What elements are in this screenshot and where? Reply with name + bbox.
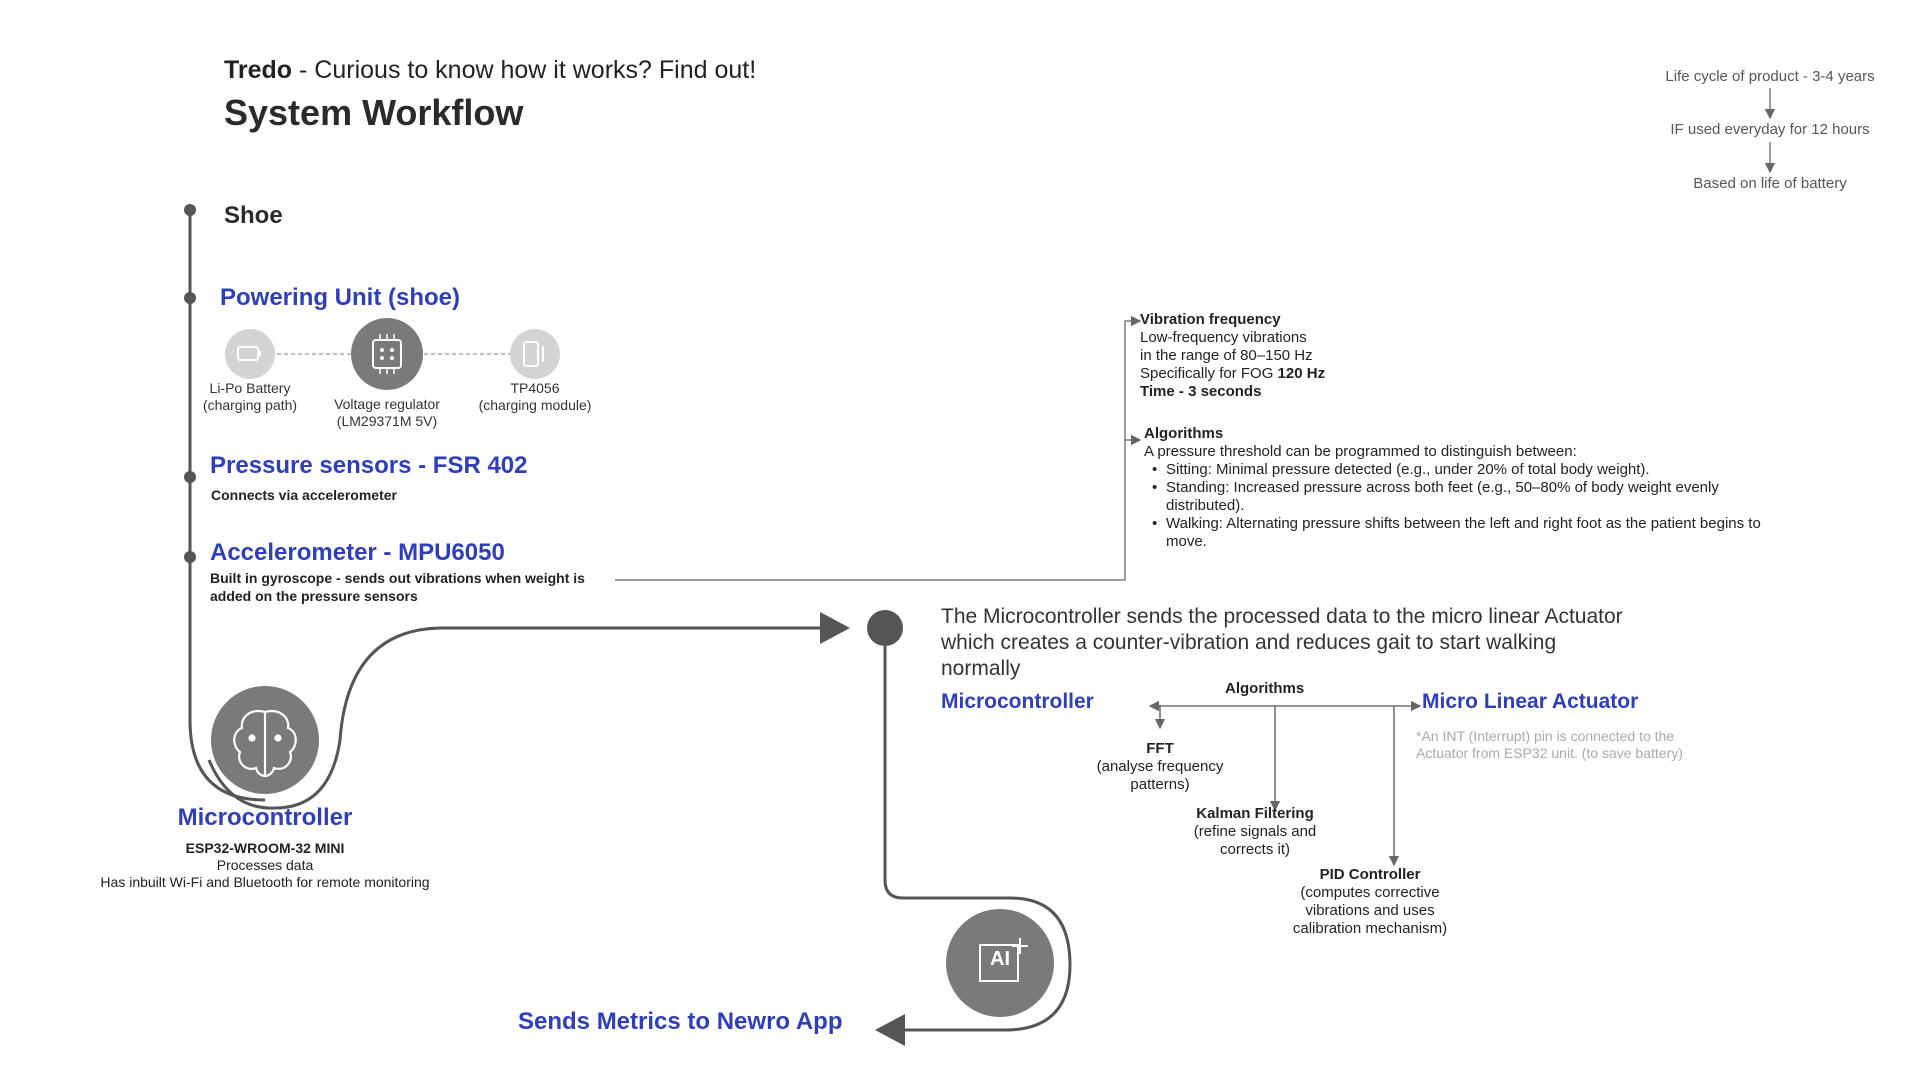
brain-icon-graphic xyxy=(233,710,297,778)
final-label: Sends Metrics to Newro App xyxy=(518,1008,843,1035)
pid-node: PID Controller (computes corrective vibr… xyxy=(1270,866,1470,938)
microcontroller-line3: Has inbuilt Wi-Fi and Bluetooth for remo… xyxy=(100,874,430,890)
pid-line1: (computes corrective xyxy=(1300,884,1440,901)
battery-label-line1: Li-Po Battery xyxy=(209,380,291,396)
spine-dot-power xyxy=(184,292,196,304)
accelerometer-desc: Built in gyroscope - sends out vibration… xyxy=(210,569,585,605)
fft-line2: patterns) xyxy=(1130,776,1190,793)
accel-connector xyxy=(615,315,1142,581)
spine-dot-pressure xyxy=(184,471,196,483)
spine-line xyxy=(188,210,266,802)
regulator-label-line1: Voltage regulator xyxy=(334,396,440,412)
kalman-line1: (refine signals and xyxy=(1193,823,1317,840)
process-actuator-label: Micro Linear Actuator xyxy=(1422,690,1639,713)
vibration-heading: Vibration frequency xyxy=(1140,311,1281,328)
algorithms-block: Algorithms A pressure threshold can be p… xyxy=(1144,425,1784,551)
vibration-block: Vibration frequency Low-frequency vibrat… xyxy=(1140,311,1325,401)
header-brand-line: Tredo - Curious to know how it works? Fi… xyxy=(224,56,756,85)
regulator-label-line2: (LM29371M 5V) xyxy=(336,413,438,429)
powering-unit-title: Powering Unit (shoe) xyxy=(220,284,460,311)
fft-title: FFT xyxy=(1146,740,1174,757)
accelerometer-title: Accelerometer - MPU6050 xyxy=(210,539,505,566)
microcontroller-details: ESP32-WROOM-32 MINI Processes data Has i… xyxy=(60,840,470,891)
pid-title: PID Controller xyxy=(1319,866,1421,883)
process-description: The Microcontroller sends the processed … xyxy=(941,605,1623,680)
microcontroller-line2: Processes data xyxy=(216,857,314,873)
vibration-line1: Low-frequency vibrations xyxy=(1140,329,1307,346)
page-title: System Workflow xyxy=(224,92,524,133)
microcontroller-label: Microcontroller xyxy=(177,804,353,831)
ai-icon: AI xyxy=(990,948,1010,970)
algorithms-intro: A pressure threshold can be programmed t… xyxy=(1144,443,1577,460)
process-dot xyxy=(867,610,903,646)
algorithms-heading: Algorithms xyxy=(1144,425,1224,442)
brand-name: Tredo xyxy=(224,56,293,84)
brand-tagline: - Curious to know how it works? Find out… xyxy=(292,56,757,84)
spine-dot-shoe xyxy=(184,204,196,216)
charging-label-line2: (charging module) xyxy=(478,397,592,413)
vibration-line3: Specifically for FOG 120 Hz xyxy=(1140,365,1325,383)
pressure-desc: Connects via accelerometer xyxy=(211,487,397,503)
process-note-line2: Actuator from ESP32 unit. (to save batte… xyxy=(1416,745,1683,761)
battery-node xyxy=(225,329,275,379)
algorithm-item-sitting: Sitting: Minimal pressure detected (e.g.… xyxy=(1152,461,1784,479)
algorithm-item-standing: Standing: Increased pressure across both… xyxy=(1152,479,1784,515)
kalman-title: Kalman Filtering xyxy=(1196,805,1314,822)
pressure-title: Pressure sensors - FSR 402 xyxy=(210,452,528,479)
algorithm-item-walking: Walking: Alternating pressure shifts bet… xyxy=(1152,515,1784,551)
accelerometer-desc-line1: Built in gyroscope - sends out vibration… xyxy=(210,570,585,586)
kalman-node: Kalman Filtering (refine signals and cor… xyxy=(1165,805,1345,859)
kalman-line2: corrects it) xyxy=(1219,841,1290,858)
process-algorithms-label: Algorithms xyxy=(1225,680,1305,697)
ai-node xyxy=(946,909,1054,1017)
process-note-line1: *An INT (Interrupt) pin is connected to … xyxy=(1416,728,1675,744)
process-note: *An INT (Interrupt) pin is connected to … xyxy=(1416,728,1683,762)
battery-label: Li-Po Battery (charging path) xyxy=(188,380,312,414)
regulator-node xyxy=(351,318,423,390)
charging-module-label: TP4056 (charging module) xyxy=(465,380,605,414)
spine-dot-accel xyxy=(184,551,196,563)
lifecycle-item-2: IF used everyday for 12 hours xyxy=(1670,121,1870,138)
regulator-label: Voltage regulator (LM29371M 5V) xyxy=(318,396,456,430)
lifecycle-item-1: Life cycle of product - 3-4 years xyxy=(1665,68,1875,85)
microcontroller-model: ESP32-WROOM-32 MINI xyxy=(185,840,345,856)
lifecycle-item-3: Based on life of battery xyxy=(1693,175,1847,192)
charging-label-line1: TP4056 xyxy=(510,380,560,396)
fft-node: FFT (analyse frequency patterns) xyxy=(1070,740,1250,794)
pid-line2: vibrations and uses xyxy=(1305,902,1435,919)
vibration-line3-bold: 120 Hz xyxy=(1277,365,1326,382)
fft-line1: (analyse frequency xyxy=(1096,758,1224,775)
vibration-line2: in the range of 80–150 Hz xyxy=(1140,347,1313,364)
charging-module-node xyxy=(510,329,560,379)
battery-label-line2: (charging path) xyxy=(202,397,298,413)
accelerometer-desc-line2: added on the pressure sensors xyxy=(210,588,418,604)
vibration-line3-prefix: Specifically for FOG xyxy=(1140,365,1278,382)
process-microcontroller-label: Microcontroller xyxy=(941,690,1094,713)
vibration-time: Time - 3 seconds xyxy=(1140,383,1262,400)
shoe-label: Shoe xyxy=(224,202,283,229)
pid-line3: calibration mechanism) xyxy=(1292,920,1448,937)
